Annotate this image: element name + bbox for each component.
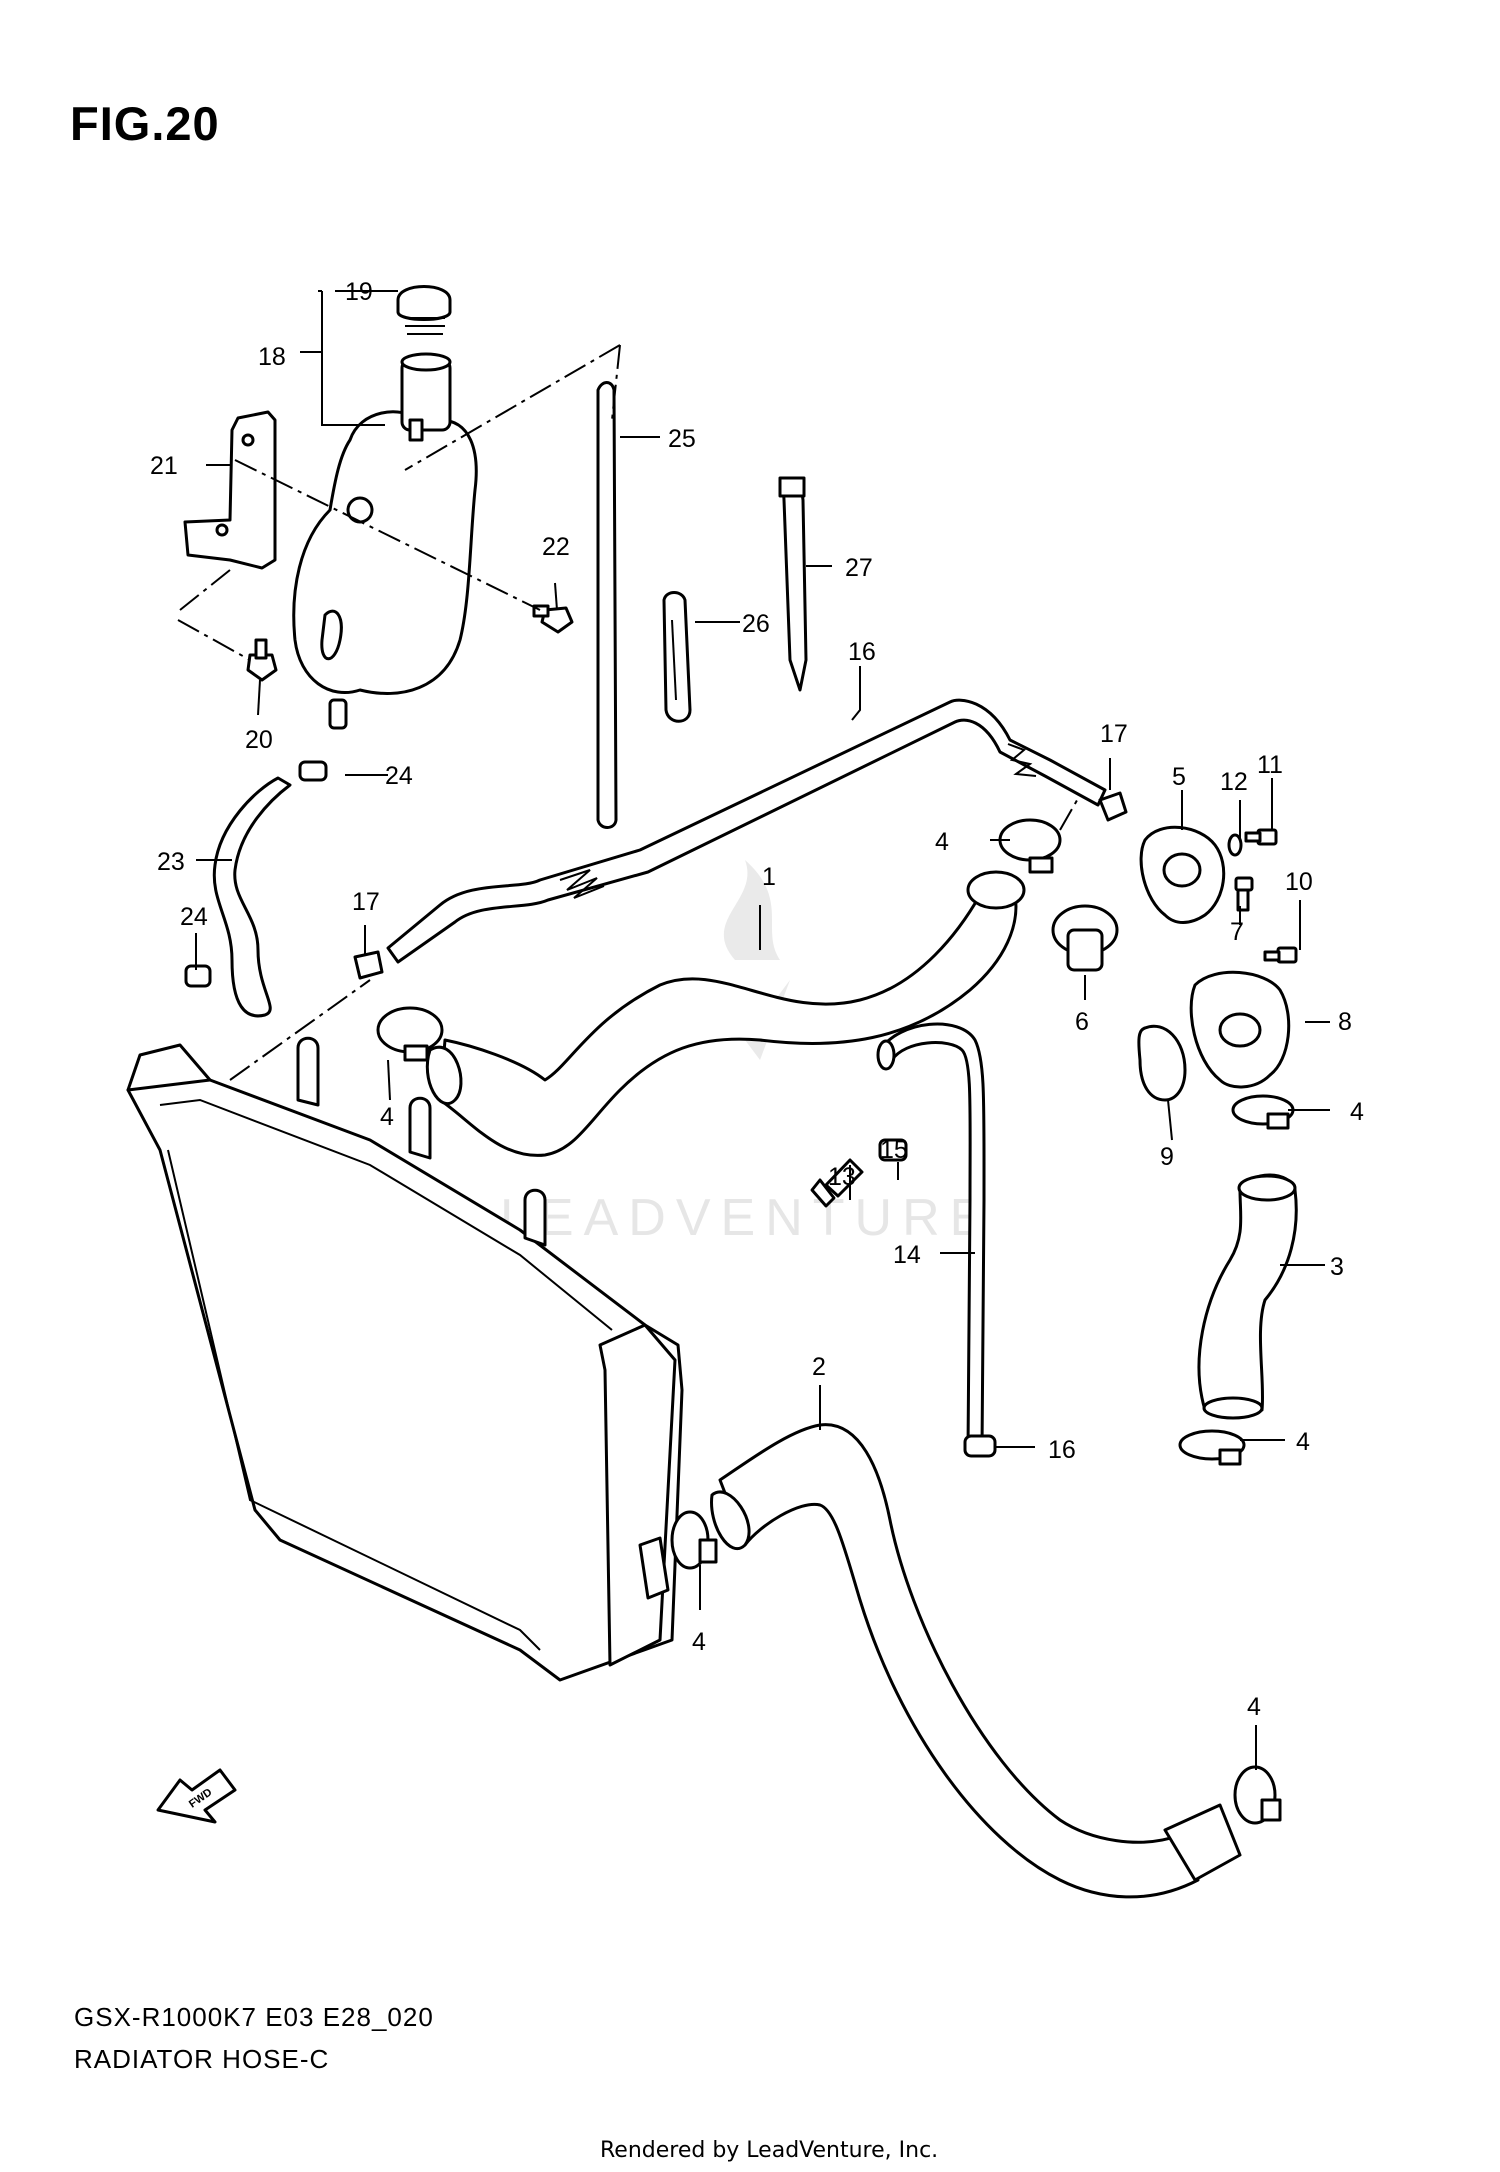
rendered-by-credit: Rendered by LeadVenture, Inc. [600,2138,939,2163]
clamp-17-lower[interactable] [353,950,384,980]
radiator-hose-2[interactable] [710,1423,1242,1899]
bolt-10[interactable] [1263,946,1298,964]
callout-9: 9 [1160,1143,1174,1171]
callout-5: 5 [1172,763,1186,791]
thermostat-6[interactable] [1051,904,1119,972]
radiator-hose-3[interactable] [1197,1173,1298,1420]
callout-11: 11 [1257,751,1283,779]
hose-16-upper[interactable] [386,698,1107,964]
callout-17-upper: 17 [1100,720,1128,748]
callout-10: 10 [1285,868,1313,896]
callout-3: 3 [1330,1253,1344,1281]
union-fitting-13[interactable] [810,1158,864,1208]
callout-25: 25 [668,425,696,453]
cable-tie-27[interactable] [778,476,808,692]
clamp-24-lower[interactable] [184,964,212,988]
thermostat-housing-5[interactable] [1139,825,1226,924]
clamp-17-upper[interactable] [1098,791,1128,822]
callout-22: 22 [542,533,570,561]
callout-4-outlet: 4 [692,1628,706,1656]
callout-24-lower: 24 [180,903,208,931]
washer-12[interactable] [1227,833,1243,857]
thermostat-cover-8[interactable] [1189,970,1291,1089]
leader-lines [195,290,1330,1770]
radiator-hose-1[interactable] [425,870,1026,1157]
assembly-centerline-hose25 [611,344,621,421]
clamp-4-radiator-outlet[interactable] [670,1510,718,1570]
callout-23: 23 [157,848,185,876]
assembly-centerlines [177,344,1081,1081]
section-name: RADIATOR HOSE-C [74,2044,330,2074]
callout-4-bottom: 4 [1247,1693,1261,1721]
clamp-24-upper[interactable] [298,760,328,782]
clamp-4-top[interactable] [998,818,1062,874]
callout-4-right-upper: 4 [1350,1098,1364,1126]
callout-27: 27 [845,554,873,582]
reservoir-cap[interactable] [396,285,452,335]
callout-6: 6 [1075,1008,1089,1036]
bolt-7[interactable] [1234,876,1254,912]
clamp-4-bottom[interactable] [1233,1765,1282,1825]
bolt-11[interactable] [1244,828,1278,846]
watermark-text: LEADVENTURE [500,1189,994,1247]
callout-13: 13 [828,1163,856,1191]
callout-2: 2 [812,1353,826,1381]
bolt-22[interactable] [532,604,574,634]
callout-12: 12 [1220,768,1248,796]
o-ring-9[interactable] [1137,1024,1187,1102]
hose-25[interactable] [596,381,618,829]
callout-labels: 1 2 3 4 4 4 4 4 4 5 6 7 8 9 10 11 12 13 … [150,278,1364,1721]
clamp-4-right-lower[interactable] [1178,1429,1246,1466]
reservoir-tank[interactable] [292,352,478,730]
reservoir-bracket[interactable] [183,410,277,570]
callout-7: 7 [1230,918,1244,946]
callout-16-lower: 16 [1048,1436,1076,1464]
model-code: GSX-R1000K7 E03 E28_020 [74,2002,434,2032]
bolt-20[interactable] [246,638,278,682]
callout-4-right-lower: 4 [1296,1428,1310,1456]
callout-17-lower: 17 [352,888,380,916]
clamp-4-right-upper[interactable] [1231,1094,1295,1130]
callout-16-upper: 16 [848,638,876,666]
callout-4-left: 4 [380,1103,394,1131]
callout-18: 18 [258,343,286,371]
callout-24-upper: 24 [385,762,413,790]
callout-21: 21 [150,452,178,480]
overflow-hose[interactable] [212,776,292,1018]
callout-14: 14 [893,1241,921,1269]
figure-title: FIG.20 [70,97,220,150]
clamp-15[interactable] [878,1138,908,1162]
radiator[interactable] [126,1036,684,1682]
callout-8: 8 [1338,1008,1352,1036]
callout-4-top: 4 [935,828,949,856]
holder-26[interactable] [662,591,692,723]
callout-20: 20 [245,726,273,754]
callout-15: 15 [880,1136,908,1164]
callout-26: 26 [742,610,770,638]
clamp-16-lower[interactable] [963,1434,997,1458]
callout-1: 1 [762,863,776,891]
callout-19: 19 [345,278,373,306]
clamp-4-left[interactable] [376,1006,444,1062]
forward-direction-arrow: FWD [156,1768,237,1824]
